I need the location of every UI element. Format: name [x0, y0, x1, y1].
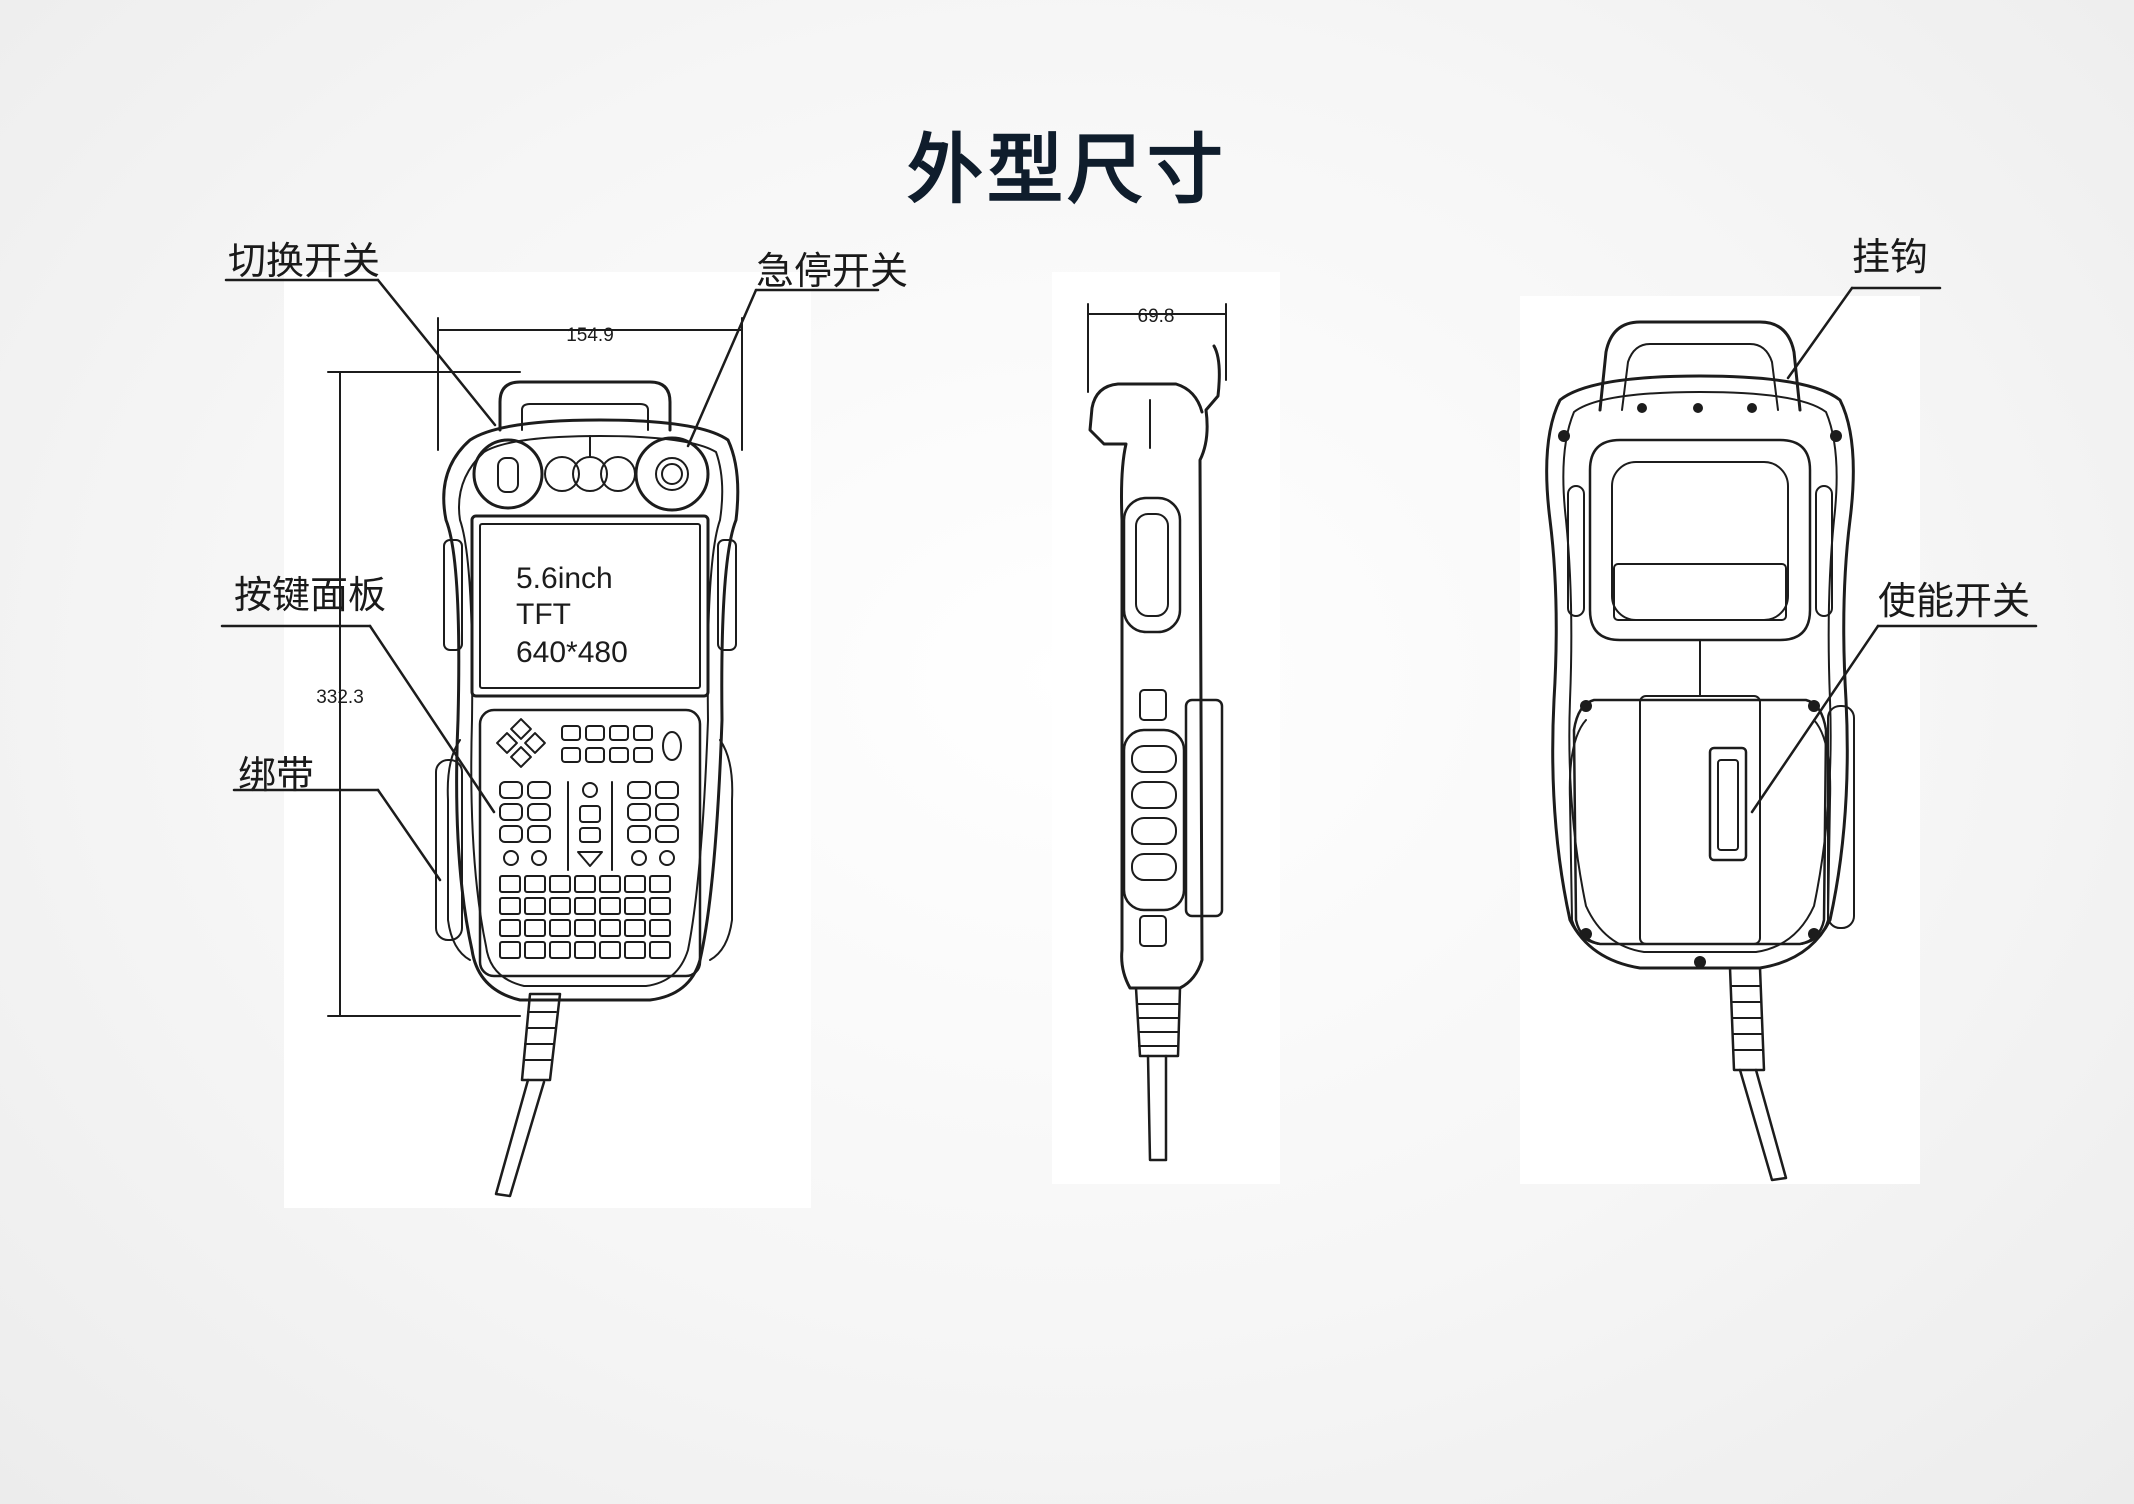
dim-depth: 69.8 [1138, 306, 1175, 327]
leader-lines [220, 278, 2038, 882]
screen-size-text: 5.6inch [516, 562, 613, 595]
callout-switch: 切换开关 [228, 239, 381, 283]
callout-estop: 急停开关 [756, 249, 909, 293]
side-view [1087, 303, 1227, 1162]
dim-height: 332.3 [316, 687, 364, 708]
callout-hook: 挂钩 [1852, 235, 1929, 279]
callout-enable: 使能开关 [1878, 579, 2031, 623]
callout-keypad: 按键面板 [234, 573, 387, 617]
screen-type-text: TFT [516, 598, 571, 631]
front-dimension-lines [327, 317, 743, 1017]
page-title: 外型尺寸 [907, 125, 1227, 214]
back-view [1545, 320, 1855, 1182]
front-view-panel [284, 272, 811, 1208]
front-view [327, 317, 743, 1198]
screen-resolution-text: 640*480 [516, 636, 628, 669]
dim-width: 154.9 [566, 325, 614, 346]
